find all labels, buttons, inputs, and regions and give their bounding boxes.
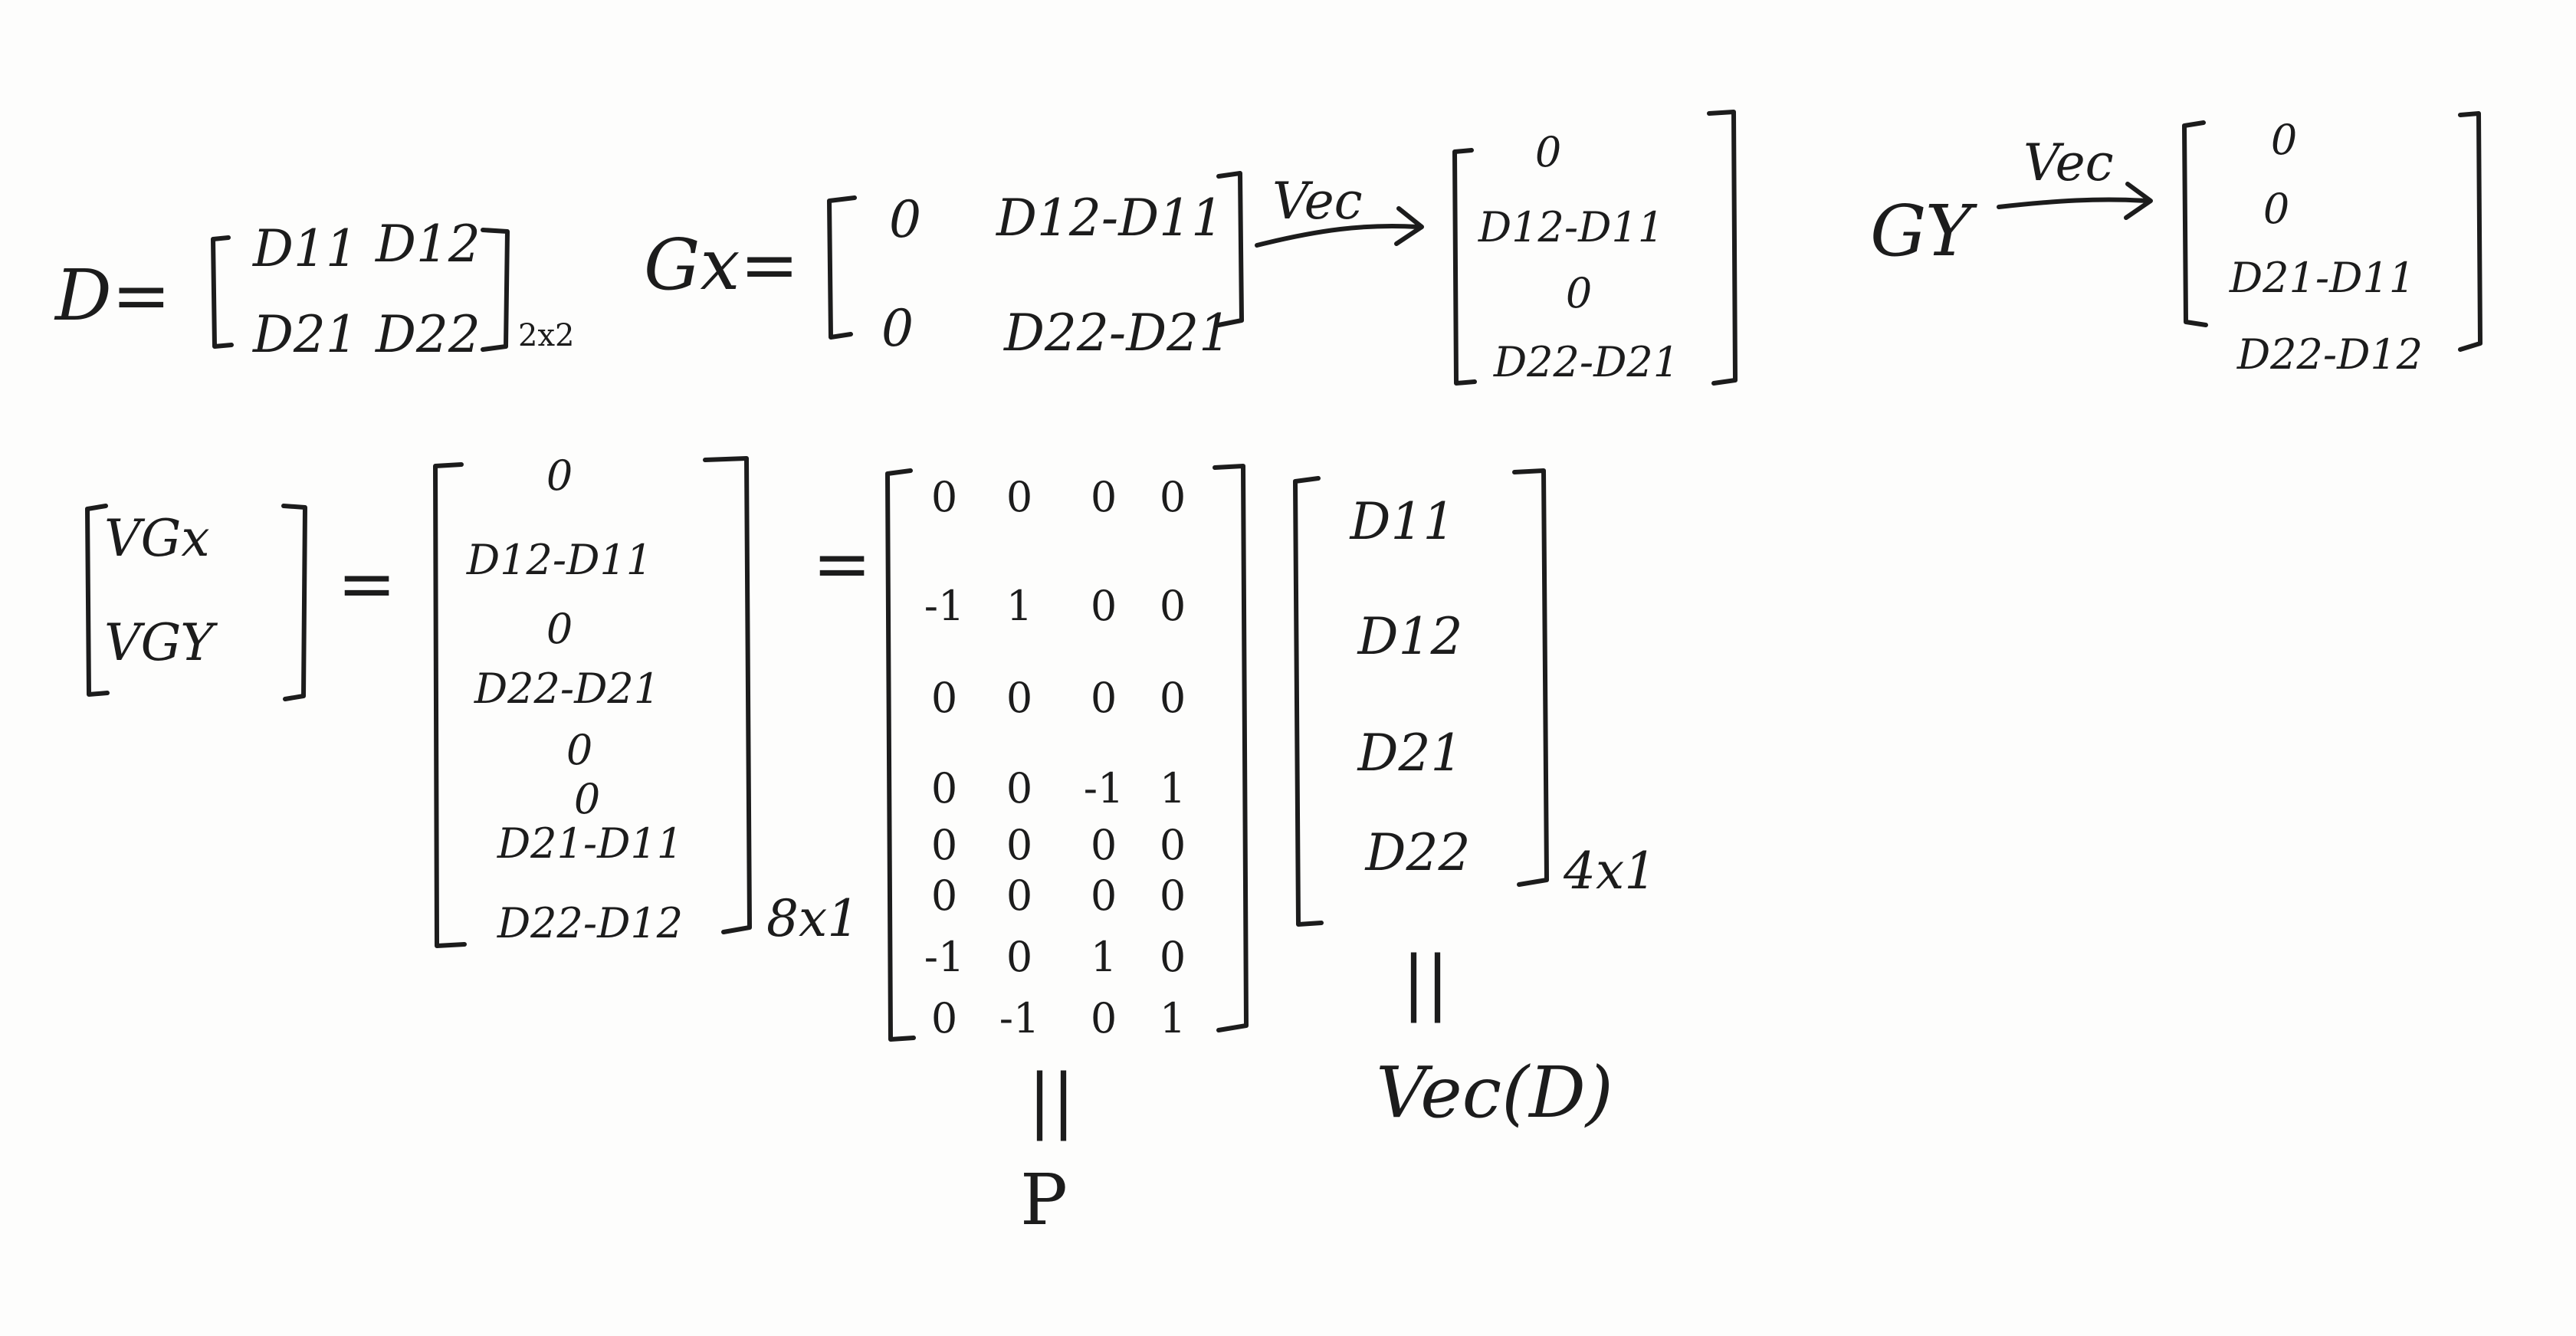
vec-gy-left-bracket bbox=[2182, 120, 2208, 327]
vec-arrow-1 bbox=[1255, 206, 1424, 248]
d-matrix-entry-12: D12 bbox=[376, 215, 481, 274]
p-matrix-entry-r2-c4: 0 bbox=[1159, 582, 1186, 630]
p-matrix-entry-r4-c2: 0 bbox=[1006, 764, 1033, 812]
d-vector-left-bracket bbox=[1293, 476, 1324, 927]
d-vector-right-bracket bbox=[1512, 468, 1549, 887]
p-matrix-entry-r5-c4: 0 bbox=[1159, 821, 1186, 869]
p-matrix-entry-r5-c2: 0 bbox=[1006, 821, 1033, 869]
p-matrix-left-bracket bbox=[885, 468, 916, 1042]
vector-entry-6: 0 bbox=[573, 775, 601, 823]
vector-right-bracket bbox=[703, 456, 752, 934]
d-vector-entry-3: D21 bbox=[1357, 724, 1463, 783]
p-matrix-entry-r8-c2: -1 bbox=[999, 994, 1040, 1042]
equals-sign-1: = bbox=[337, 543, 397, 625]
d-matrix-left-bracket bbox=[211, 235, 234, 349]
equals-sign-2: = bbox=[812, 523, 872, 605]
gy-label: GY bbox=[1870, 190, 1972, 272]
p-matrix-entry-r8-c1: 0 bbox=[930, 994, 958, 1042]
p-matrix-entry-r1-c2: 0 bbox=[1006, 473, 1033, 521]
p-label: P bbox=[1020, 1159, 1068, 1241]
vec-gx-entry-2: D12-D11 bbox=[1478, 203, 1665, 251]
p-matrix-entry-r3-c3: 0 bbox=[1090, 674, 1117, 722]
p-matrix-entry-r4-c4: 1 bbox=[1159, 764, 1186, 812]
vec-gy-entry-2: 0 bbox=[2263, 185, 2290, 233]
p-matrix-entry-r5-c3: 0 bbox=[1090, 821, 1117, 869]
vector-entry-1: 0 bbox=[546, 451, 573, 500]
vecd-equals-sign: || bbox=[1402, 941, 1449, 1023]
p-matrix-entry-r3-c4: 0 bbox=[1159, 674, 1186, 722]
vec-gy-entry-1: 0 bbox=[2270, 116, 2298, 164]
p-matrix-entry-r1-c1: 0 bbox=[930, 473, 958, 521]
gx-matrix-left-bracket bbox=[827, 195, 857, 340]
p-equals-sign: || bbox=[1028, 1059, 1075, 1141]
vector-entry-5: 0 bbox=[566, 726, 593, 774]
d-matrix-right-bracket bbox=[481, 228, 510, 352]
vec-arrow-2 bbox=[1997, 182, 2153, 220]
p-matrix-entry-r4-c1: 0 bbox=[930, 764, 958, 812]
d-vector-entry-1: D11 bbox=[1350, 492, 1455, 551]
gx-matrix-entry-11: 0 bbox=[889, 190, 921, 249]
vector-entry-2: D12-D11 bbox=[466, 536, 653, 584]
vec-gy-entry-4: D22-D12 bbox=[2236, 330, 2423, 379]
p-matrix-entry-r7-c2: 0 bbox=[1006, 933, 1033, 981]
d-matrix-entry-22: D22 bbox=[376, 305, 481, 364]
vector-size: 8x1 bbox=[766, 889, 860, 948]
p-matrix-entry-r6-c2: 0 bbox=[1006, 872, 1033, 920]
p-matrix-entry-r7-c1: -1 bbox=[924, 933, 965, 981]
gx-matrix-entry-22: D22-D21 bbox=[1004, 304, 1232, 363]
p-matrix-entry-r7-c4: 0 bbox=[1159, 933, 1186, 981]
p-matrix-entry-r1-c4: 0 bbox=[1159, 473, 1186, 521]
vector-entry-8: D22-D12 bbox=[497, 899, 684, 947]
lhs-left-bracket bbox=[85, 504, 110, 697]
vec-gy-right-bracket bbox=[2458, 111, 2482, 352]
p-matrix-entry-r6-c4: 0 bbox=[1159, 872, 1186, 920]
lhs-right-bracket bbox=[281, 504, 307, 701]
gx-lhs: Gx= bbox=[644, 224, 799, 306]
p-matrix-entry-r6-c1: 0 bbox=[930, 872, 958, 920]
p-matrix-entry-r2-c1: -1 bbox=[924, 582, 965, 630]
gx-matrix-entry-12: D12-D11 bbox=[996, 189, 1224, 248]
vector-entry-3: 0 bbox=[546, 605, 573, 653]
vector-entry-4: D22-D21 bbox=[474, 665, 661, 713]
p-matrix-entry-r8-c3: 0 bbox=[1090, 994, 1117, 1042]
vector-entry-7: D21-D11 bbox=[497, 819, 684, 868]
vec-gx-entry-4: D22-D21 bbox=[1493, 338, 1680, 386]
vec-label-1: Vec bbox=[1272, 172, 1363, 231]
d-matrix-lhs: D= bbox=[55, 254, 171, 336]
p-matrix-entry-r4-c3: -1 bbox=[1083, 764, 1124, 812]
p-matrix-entry-r1-c3: 0 bbox=[1090, 473, 1117, 521]
p-matrix-entry-r3-c1: 0 bbox=[930, 674, 958, 722]
p-matrix-right-bracket bbox=[1213, 464, 1249, 1032]
vec-gy-entry-3: D21-D11 bbox=[2229, 254, 2416, 302]
gx-matrix-right-bracket bbox=[1216, 171, 1244, 327]
vector-left-bracket bbox=[433, 462, 467, 948]
lhs-entry-vgy: VGY bbox=[104, 613, 214, 672]
d-vector-entry-2: D12 bbox=[1357, 607, 1463, 666]
lhs-entry-vgx: VGx bbox=[104, 509, 210, 568]
p-matrix-entry-r8-c4: 1 bbox=[1159, 994, 1186, 1042]
vec-gx-left-bracket bbox=[1452, 148, 1477, 386]
d-matrix-size: 2x2 bbox=[518, 318, 575, 353]
p-matrix-entry-r3-c2: 0 bbox=[1006, 674, 1033, 722]
p-matrix-entry-r5-c1: 0 bbox=[930, 821, 958, 869]
vec-label-2: Vec bbox=[2023, 133, 2114, 192]
vec-gx-entry-1: 0 bbox=[1534, 128, 1562, 176]
vecd-label: Vec(D) bbox=[1376, 1052, 1613, 1134]
vec-gx-right-bracket bbox=[1707, 110, 1738, 386]
p-matrix-entry-r2-c2: 1 bbox=[1006, 582, 1033, 630]
p-matrix-entry-r2-c3: 0 bbox=[1090, 582, 1117, 630]
d-vector-size: 4x1 bbox=[1564, 842, 1657, 901]
d-matrix-entry-11: D11 bbox=[253, 219, 358, 278]
d-vector-entry-4: D22 bbox=[1365, 823, 1471, 882]
gx-matrix-entry-21: 0 bbox=[881, 299, 914, 358]
p-matrix-entry-r6-c3: 0 bbox=[1090, 872, 1117, 920]
p-matrix-entry-r7-c3: 1 bbox=[1090, 933, 1117, 981]
d-matrix-entry-21: D21 bbox=[253, 305, 358, 364]
vec-gx-entry-3: 0 bbox=[1565, 269, 1593, 317]
